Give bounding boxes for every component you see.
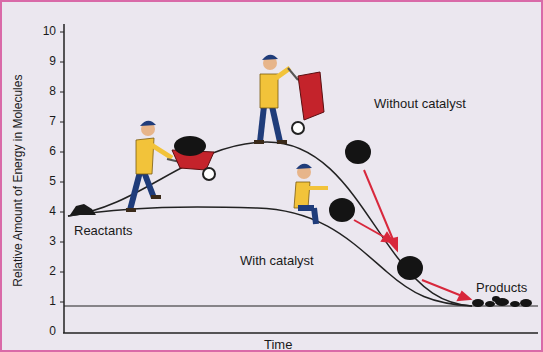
axis-title: Time — [264, 338, 292, 352]
boot — [151, 195, 161, 199]
arrow-line — [364, 170, 394, 242]
tick — [60, 182, 64, 183]
uncatalyzed-curve — [68, 142, 472, 306]
rubble — [485, 301, 495, 307]
wheel — [292, 122, 304, 134]
curve-label: With catalyst — [240, 254, 314, 268]
tick — [60, 302, 64, 303]
leg — [314, 208, 316, 224]
axis-title: Relative Amount of Energy in Molecules — [12, 20, 25, 340]
boulder — [397, 256, 423, 280]
arm — [150, 144, 172, 158]
tick — [60, 92, 64, 93]
curve-label: Without catalyst — [374, 97, 466, 111]
leg — [260, 106, 264, 142]
tick-value: 5 — [36, 175, 56, 188]
wheelbarrow — [298, 72, 324, 120]
tick — [60, 242, 64, 243]
rubble — [492, 296, 500, 302]
boot — [254, 140, 264, 144]
arrow-head — [382, 233, 393, 242]
worker-summit — [254, 55, 371, 164]
leg — [130, 172, 140, 210]
rubble — [520, 299, 532, 307]
leg — [144, 172, 154, 198]
tick — [60, 32, 64, 33]
tick-value: 6 — [36, 145, 56, 158]
catalyzed-curve — [68, 207, 472, 306]
motion-arrows — [354, 170, 470, 300]
tick-value: 10 — [36, 25, 56, 38]
y-axis — [63, 24, 65, 333]
arrow-head — [458, 292, 470, 300]
wheel — [203, 168, 215, 180]
reactant-rock — [70, 204, 96, 215]
tick-value: 4 — [36, 205, 56, 218]
curve-label: Reactants — [74, 224, 133, 238]
tick — [60, 122, 64, 123]
tick-value: 3 — [36, 235, 56, 248]
cap — [140, 121, 156, 126]
tick-value: 8 — [36, 85, 56, 98]
tick — [60, 62, 64, 63]
cap — [296, 164, 312, 169]
tick-value: 7 — [36, 115, 56, 128]
boulder — [329, 198, 355, 222]
x-axis — [63, 332, 538, 334]
worker-sitting — [294, 164, 355, 224]
boot — [277, 140, 287, 144]
tick — [60, 212, 64, 213]
worker-uphill — [126, 121, 215, 212]
boulder — [345, 140, 371, 164]
tick-marks — [60, 32, 64, 302]
arrow-line — [422, 280, 462, 296]
tick-value: 2 — [36, 265, 56, 278]
product-rubble — [472, 296, 532, 307]
leg — [272, 106, 280, 142]
cap — [262, 55, 278, 60]
boulder — [174, 136, 206, 156]
tick-value: 0 — [36, 325, 56, 338]
arm — [308, 186, 328, 190]
curve-label: Products — [476, 281, 527, 295]
arrow-line — [354, 220, 386, 238]
rubble — [510, 301, 520, 307]
handle — [288, 68, 298, 80]
tick — [60, 152, 64, 153]
shirt — [294, 182, 310, 208]
tick — [60, 272, 64, 273]
rubble — [472, 299, 484, 307]
shirt — [260, 74, 278, 108]
tick-value: 1 — [36, 295, 56, 308]
boot — [126, 208, 136, 212]
tick-value: 9 — [36, 55, 56, 68]
arm — [276, 68, 290, 78]
